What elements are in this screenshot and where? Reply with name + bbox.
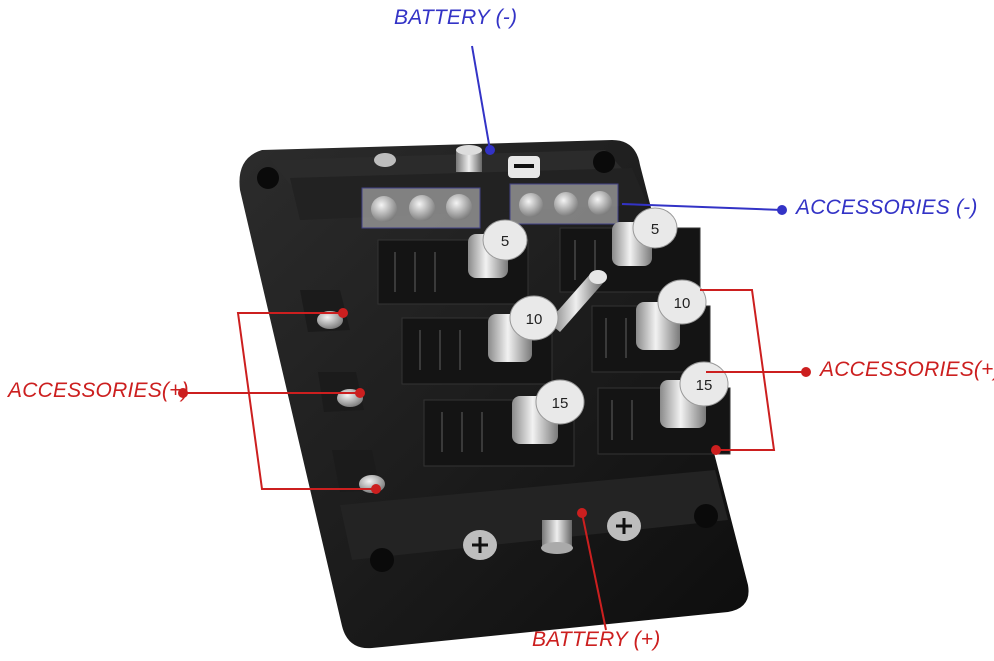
- fuse-rating: 15: [552, 395, 569, 412]
- left-bracket: [236, 312, 376, 490]
- fuse-rating: 5: [501, 233, 509, 250]
- fuse-rating: 5: [651, 221, 659, 238]
- accessories-positive-left-dot: [178, 388, 188, 398]
- accessories-negative-dot: [777, 205, 787, 215]
- screw-icon: [554, 192, 578, 216]
- battery-negative-line: [471, 45, 491, 151]
- center-stud: [548, 270, 607, 332]
- positive-callouts: [185, 289, 802, 631]
- screw-icon: [588, 191, 612, 215]
- mounting-hole: [593, 151, 615, 173]
- battery-positive-stud: [463, 511, 641, 560]
- accessories-positive-right-label: ACCESSORIES(+): [820, 358, 994, 381]
- terminal-dot: [338, 308, 348, 318]
- screw-icon: [371, 196, 397, 222]
- fuse-rating: 10: [526, 311, 543, 328]
- battery-negative-stud: [374, 145, 540, 178]
- battery-negative-label: BATTERY (-): [394, 6, 518, 29]
- right-bracket: [700, 289, 776, 451]
- fuse-rating: 10: [674, 295, 691, 312]
- fuse-rating: 15: [696, 377, 713, 394]
- mounting-hole: [257, 167, 279, 189]
- screw-icon: [519, 193, 543, 217]
- fuse-caps: [468, 207, 729, 444]
- negative-bus-screws: [361, 183, 619, 229]
- fuse-holders: [377, 227, 731, 467]
- terminal-dot: [371, 484, 381, 494]
- terminal-dot: [355, 388, 365, 398]
- terminal-dot: [711, 445, 721, 455]
- mounting-hole: [370, 548, 394, 572]
- battery-negative-dot: [485, 145, 495, 155]
- screw-icon: [446, 194, 472, 220]
- mounting-hole: [694, 504, 718, 528]
- accessories-negative-line: [621, 203, 783, 211]
- screw-icon: [409, 195, 435, 221]
- accessories-negative-label: ACCESSORIES (-): [796, 196, 978, 219]
- accessories-positive-right-dot: [801, 367, 811, 377]
- battery-positive-dot: [577, 508, 587, 518]
- battery-positive-label: BATTERY (+): [532, 628, 661, 651]
- accessories-positive-left-label: ACCESSORIES(+): [8, 379, 189, 402]
- battery-positive-line: [581, 512, 607, 631]
- negative-callouts: [471, 45, 783, 211]
- fuse-ratings: 5 5 10 10 15 15: [501, 221, 713, 412]
